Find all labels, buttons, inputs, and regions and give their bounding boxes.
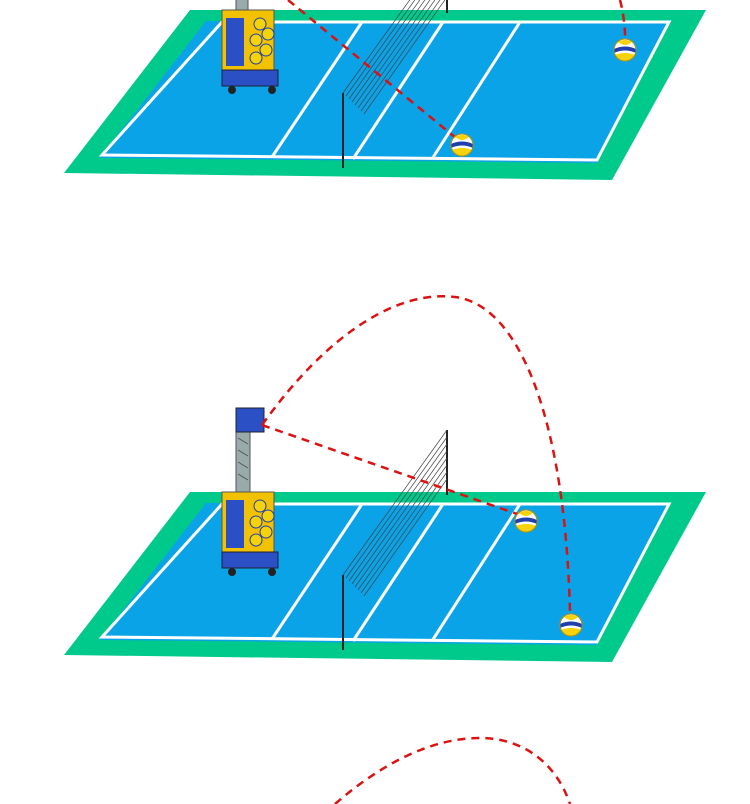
attack-line-left <box>270 21 364 158</box>
ball-machine <box>221 0 279 94</box>
center-line <box>430 21 522 160</box>
net <box>342 429 448 650</box>
panel-2 <box>64 294 706 662</box>
center-line <box>430 503 522 642</box>
trajectory-arc <box>334 736 572 804</box>
net-mesh <box>342 429 448 597</box>
panel-1 <box>64 0 706 180</box>
ball-machine <box>221 407 279 576</box>
machine-tower <box>235 0 249 11</box>
trajectory-line <box>261 423 521 517</box>
attack-line-left <box>270 503 364 640</box>
attack-line-right <box>351 503 445 642</box>
court <box>64 10 706 180</box>
net <box>342 0 448 168</box>
panel-3 <box>334 736 572 804</box>
court <box>64 492 706 662</box>
trajectory-arc <box>260 294 572 613</box>
trajectory-line <box>287 0 463 144</box>
machine-head <box>235 407 265 433</box>
net-mesh <box>342 0 446 115</box>
